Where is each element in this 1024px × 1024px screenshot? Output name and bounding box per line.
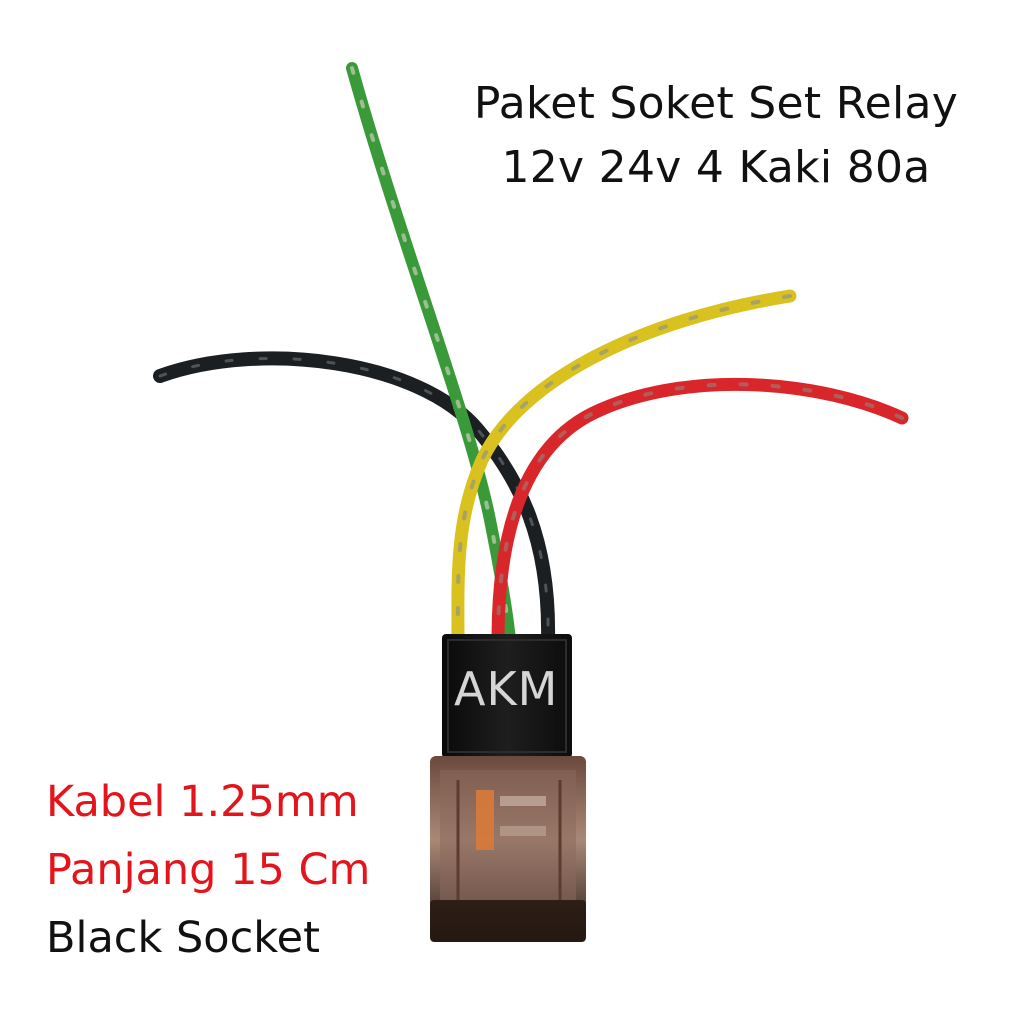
product-specs: Kabel 1.25mm Panjang 15 Cm Black Socket (46, 768, 370, 972)
spec-length: Panjang 15 Cm (46, 845, 371, 895)
yellow-wire (451, 289, 797, 647)
black-socket (442, 634, 572, 758)
spec-cable: Kabel 1.25mm (46, 777, 359, 827)
title-line-1: Paket Soket Set Relay (473, 78, 959, 129)
spec-socket: Black Socket (46, 913, 320, 963)
black-wire (153, 351, 556, 647)
red-wire (491, 377, 909, 647)
watermark: AKM (454, 662, 559, 716)
title-line-2: 12v 24v 4 Kaki 80a (501, 142, 931, 193)
product-title: Paket Soket Set Relay 12v 24v 4 Kaki 80a (440, 72, 992, 200)
